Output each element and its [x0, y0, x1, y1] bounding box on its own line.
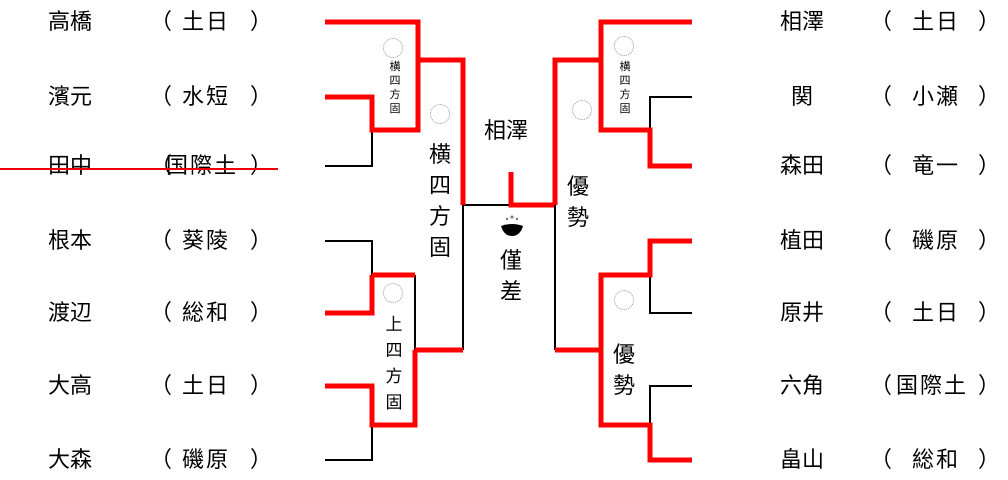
player-name: 田中 — [48, 154, 93, 179]
paren-open: （ — [150, 85, 173, 110]
paren-open: （ — [870, 374, 893, 399]
referee-mark-icon — [430, 104, 450, 124]
referee-mark-icon — [614, 36, 634, 56]
left-bracket-red — [325, 19, 466, 428]
school-name: 小瀬 — [912, 85, 961, 110]
school-name: 土日 — [912, 301, 961, 326]
paren-close: ） — [250, 301, 273, 326]
school-name: 磯原 — [912, 229, 961, 254]
result-left-lower-small: 上四方固 — [385, 315, 403, 413]
result-final-center: 僅差 — [499, 249, 522, 305]
paren-close: ） — [250, 154, 273, 179]
paren-open: （ — [870, 154, 893, 179]
referee-mark-icon — [383, 38, 403, 58]
paren-close: ） — [978, 301, 1001, 326]
school-name: 竜一 — [912, 154, 961, 179]
paren-open: （ — [870, 448, 893, 473]
paren-open: （ — [150, 374, 173, 399]
player-name: 植田 — [780, 229, 825, 254]
final-winner-label: 相澤 — [484, 119, 529, 144]
paren-close: ） — [250, 229, 273, 254]
school-name: 葵陵 — [182, 229, 231, 254]
school-name: 土日 — [912, 10, 961, 35]
paren-open: （ — [150, 154, 173, 179]
paren-close: ） — [978, 10, 1001, 35]
school-name: 水短 — [182, 85, 231, 110]
paren-open: （ — [870, 301, 893, 326]
school-name: 総和 — [182, 301, 231, 326]
referee-mark-icon — [614, 290, 634, 310]
referee-mark-icon — [572, 100, 592, 120]
paren-close: ） — [978, 154, 1001, 179]
paren-open: （ — [870, 229, 893, 254]
result-right-lower: 優勢 — [612, 343, 635, 399]
paren-open: （ — [150, 10, 173, 35]
right-bracket-black — [649, 96, 692, 425]
school-name: 国際土 — [896, 374, 969, 399]
school-name: 国際土 — [166, 154, 239, 179]
paren-close: ） — [978, 374, 1001, 399]
player-name: 畠山 — [780, 448, 825, 473]
paren-close: ） — [978, 448, 1001, 473]
paren-open: （ — [150, 301, 173, 326]
referee-mark-icon — [383, 283, 403, 303]
player-name: 大森 — [48, 448, 93, 473]
school-name: 土日 — [182, 10, 231, 35]
school-name: 総和 — [912, 448, 961, 473]
right-bracket-red — [552, 19, 692, 463]
result-left-semi: 横四方固 — [428, 143, 451, 261]
player-name: 六角 — [780, 374, 825, 399]
winner-emblem-icon — [498, 208, 526, 236]
school-name: 磯原 — [182, 448, 231, 473]
player-name: 濱元 — [48, 85, 93, 110]
player-name: 渡辺 — [48, 301, 93, 326]
player-name: 原井 — [780, 301, 825, 326]
paren-open: （ — [150, 229, 173, 254]
result-right-upper-small: 横四方固 — [619, 60, 631, 115]
paren-open: （ — [870, 85, 893, 110]
player-name: 根本 — [48, 229, 93, 254]
player-name: 大高 — [48, 374, 93, 399]
player-name: 高橋 — [48, 10, 93, 35]
paren-close: ） — [250, 374, 273, 399]
result-left-upper-small: 横四方固 — [389, 60, 401, 115]
paren-close: ） — [250, 448, 273, 473]
paren-close: ） — [978, 229, 1001, 254]
school-name: 土日 — [182, 374, 231, 399]
result-final-right: 優勢 — [566, 175, 589, 231]
player-name: 森田 — [780, 154, 825, 179]
paren-open: （ — [870, 10, 893, 35]
paren-close: ） — [250, 85, 273, 110]
paren-close: ） — [250, 10, 273, 35]
eliminated-strike-line — [0, 168, 278, 170]
paren-close: ） — [978, 85, 1001, 110]
final-lines — [508, 172, 556, 350]
paren-open: （ — [150, 448, 173, 473]
player-name: 相澤 — [780, 10, 825, 35]
player-name: 関 — [791, 85, 814, 110]
